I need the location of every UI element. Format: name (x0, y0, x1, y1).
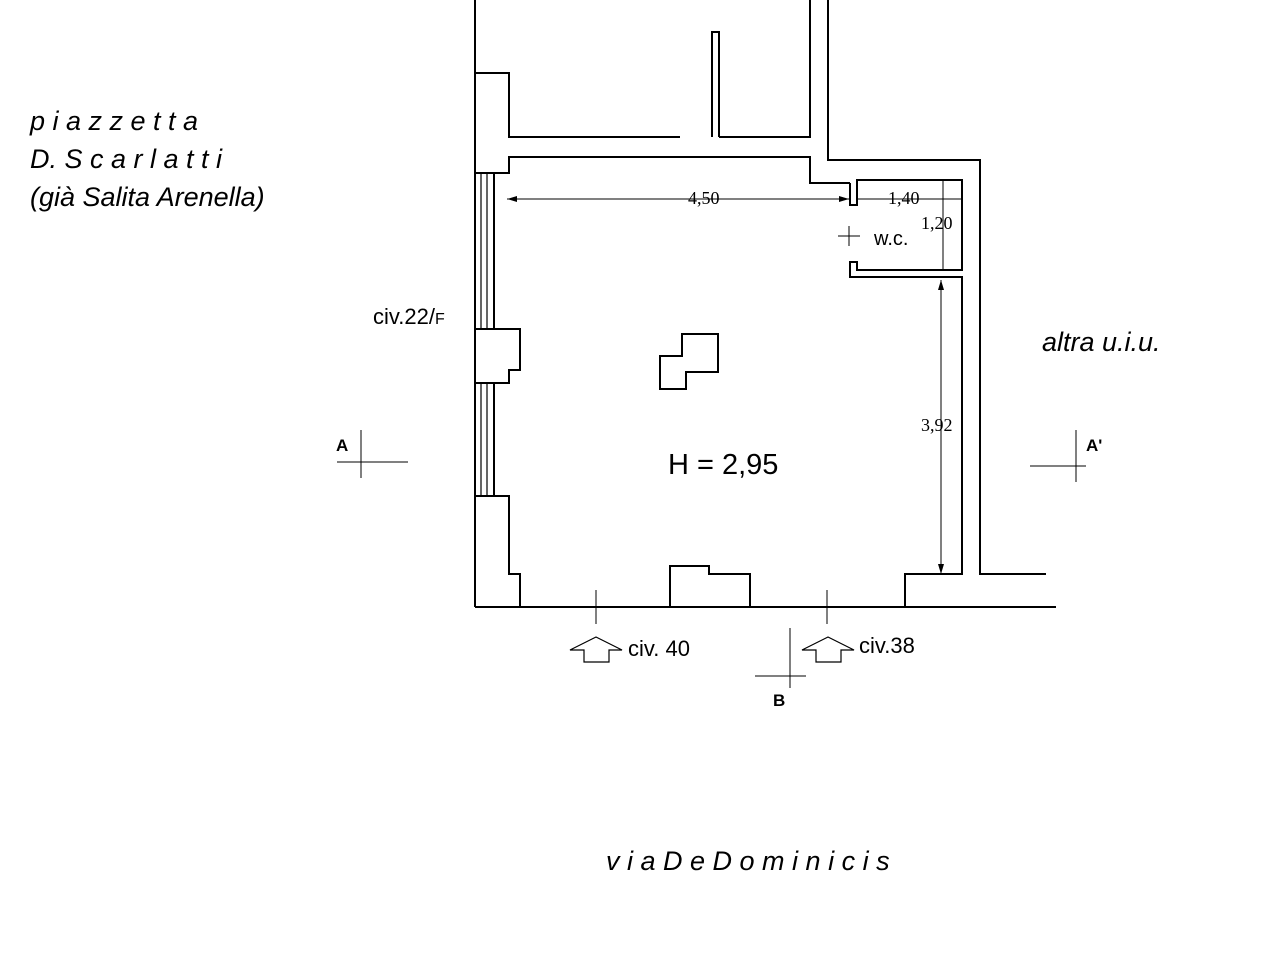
section-b-label: B (773, 691, 785, 710)
dim-arrow-left (507, 196, 517, 202)
neighbor-label: altra u.i.u. (1042, 327, 1161, 357)
street-bottom-label: v i a D e D o m i n i c i s (606, 846, 890, 876)
bottom-center-pillar (669, 565, 751, 607)
section-a-label: A (336, 436, 348, 455)
upper-room-wall-right (719, 0, 811, 138)
upper-left-pillar (475, 72, 680, 138)
wc-left-wall (849, 179, 963, 607)
civ-22f-label: civ.22/F (373, 304, 445, 329)
street-left-line-1: p i a z z e t t a (29, 106, 198, 136)
upper-right-wall (827, 0, 1046, 575)
entrance-arrow-icon (569, 636, 623, 663)
upper-room-bottom-wall (475, 156, 850, 184)
upper-partition (711, 31, 720, 137)
left-bottom-pillar (475, 495, 521, 607)
left-middle-pillar (475, 328, 521, 384)
street-left-line-3: (già Salita Arenella) (30, 182, 265, 212)
dim-depth-main: 3,92 (921, 415, 953, 435)
civ-38-label: civ.38 (859, 633, 915, 658)
dim-arrow-bottom (938, 564, 944, 574)
dim-arrow-top (938, 280, 944, 290)
street-left-line-2: D. S c a r l a t t i (30, 144, 223, 174)
dim-arrow-right (839, 196, 849, 202)
dim-width-wc: 1,40 (888, 188, 920, 208)
section-a-prime-label: A' (1086, 436, 1102, 455)
internal-shaft (659, 333, 719, 390)
entrance-arrow-icon (801, 636, 855, 663)
dimension-lines (507, 180, 962, 574)
civ-40-label: civ. 40 (628, 636, 690, 661)
height-label: H = 2,95 (668, 449, 778, 481)
section-markers (337, 430, 1086, 688)
dim-width-main: 4,50 (688, 188, 720, 208)
wc-label: w.c. (873, 228, 908, 250)
dim-depth-wc: 1,20 (921, 213, 953, 233)
walls (474, 0, 1056, 608)
